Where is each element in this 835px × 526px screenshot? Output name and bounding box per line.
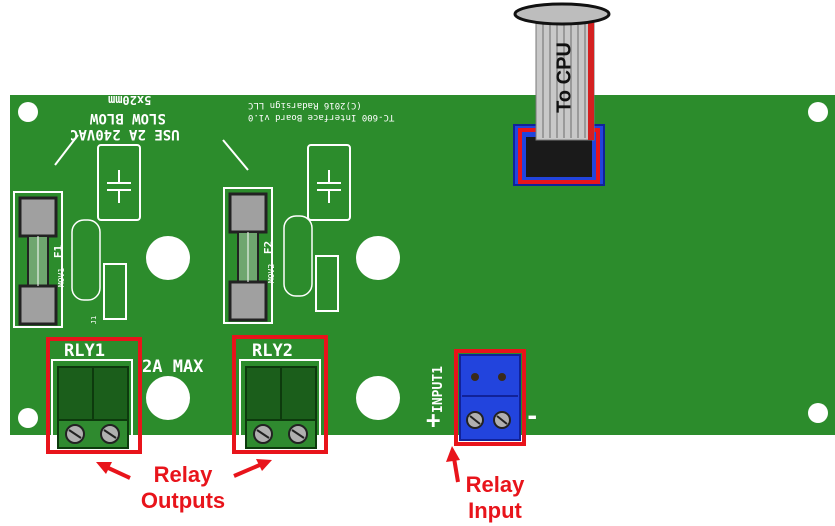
- ribbon-label: To CPU: [553, 42, 576, 113]
- relay-input-terminal: [459, 354, 521, 441]
- copyright-line: (C)2016 Radarsign LLC: [248, 100, 362, 110]
- relay-outputs-line2: Outputs: [140, 488, 226, 513]
- plus-label: +: [426, 406, 441, 434]
- fuse-note-line-1: USE 2A 240VAC: [70, 126, 180, 142]
- fuse-holder-2: [223, 187, 273, 324]
- relay1-highlight-box: [46, 337, 142, 454]
- mov2-label: MOV2: [267, 263, 277, 284]
- max-current-label: 2A MAX: [142, 357, 204, 377]
- mounting-hole: [146, 376, 190, 420]
- relay-input-highlight-box: [454, 349, 526, 446]
- mounting-hole: [808, 102, 828, 122]
- ribbon-cable: [513, 2, 611, 141]
- relay2-highlight-box: [232, 335, 328, 454]
- mounting-hole: [356, 236, 400, 280]
- relay1-terminal: [51, 359, 133, 449]
- relay2-label: RLY2: [252, 341, 293, 361]
- fuse-holder-1: [13, 191, 63, 328]
- capacitor-c2: [307, 144, 351, 221]
- mov1-label: MOV1: [57, 267, 67, 288]
- fuse-note-line-2: SLOW BLOW: [90, 110, 166, 126]
- relay-input-line2: Input: [468, 498, 522, 523]
- capacitor-c1: [97, 144, 141, 221]
- mounting-hole: [808, 403, 828, 423]
- fuse2-label: F2: [262, 240, 276, 255]
- minus-label: -: [525, 402, 540, 430]
- mounting-hole: [18, 408, 38, 428]
- relay2-terminal: [239, 359, 321, 449]
- relay-input-line1: Relay: [465, 472, 525, 497]
- relay-outputs-callout: Relay Outputs: [128, 462, 238, 514]
- relay-input-callout: Relay Input: [450, 472, 540, 524]
- relay-outputs-arrow-left: [96, 462, 131, 480]
- board-name-line: TC-600 Interface Board v1.0: [248, 112, 395, 122]
- mounting-hole: [18, 102, 38, 122]
- mounting-hole: [356, 376, 400, 420]
- mounting-hole: [146, 236, 190, 280]
- j1-label: J1: [90, 315, 99, 325]
- relay-outputs-line1: Relay: [153, 462, 213, 487]
- fuse1-label: F1: [52, 244, 66, 259]
- relay1-label: RLY1: [64, 341, 105, 361]
- relay-input-arrow: [446, 446, 460, 483]
- relay-outputs-arrow-right: [233, 459, 272, 478]
- fuse-note-line-3: 5x20mm: [108, 93, 152, 107]
